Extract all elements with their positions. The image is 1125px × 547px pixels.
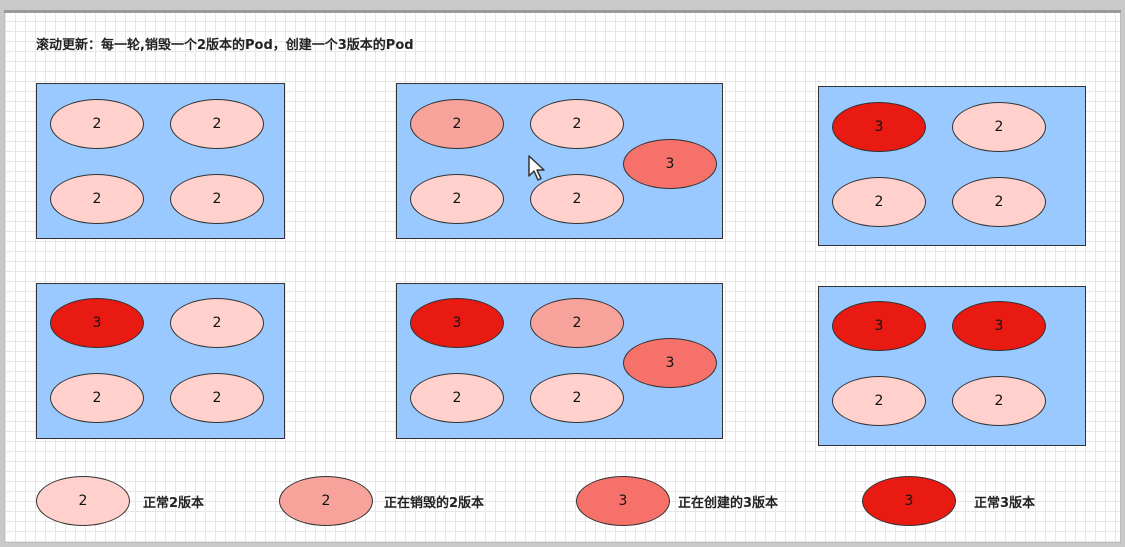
pod: 2 [530,99,624,149]
pod: 2 [530,174,624,224]
legend-swatch-destroy2: 2 [279,476,373,526]
pod: 2 [170,99,264,149]
pod: 2 [170,174,264,224]
pod: 3 [50,298,144,348]
legend-swatch-normal2: 2 [36,476,130,526]
pod: 3 [623,139,717,189]
pod: 2 [50,373,144,423]
legend-label-destroy2: 正在销毁的2版本 [384,496,485,511]
pod: 3 [410,298,504,348]
pod: 2 [952,177,1046,227]
pod: 2 [832,376,926,426]
pod: 2 [50,99,144,149]
pod: 2 [832,177,926,227]
pod: 3 [832,301,926,351]
mouse-cursor-icon [528,155,545,181]
legend-label-normal2: 正常2版本 [143,496,205,511]
diagram-title: 滚动更新：每一轮,销毁一个2版本的Pod，创建一个3版本的Pod [36,38,414,53]
legend-swatch-normal3: 3 [862,476,956,526]
pod: 2 [530,373,624,423]
pod: 2 [410,99,504,149]
pod: 2 [50,174,144,224]
pod: 3 [952,301,1046,351]
pod: 2 [170,298,264,348]
pod: 2 [952,376,1046,426]
window-top-border [4,10,1121,13]
pod: 3 [832,102,926,152]
legend-label-create3: 正在创建的3版本 [678,496,779,511]
legend-swatch-create3: 3 [576,476,670,526]
pod: 2 [410,373,504,423]
pod: 2 [410,174,504,224]
pod: 2 [530,298,624,348]
pod: 2 [170,373,264,423]
pod: 2 [952,102,1046,152]
pod: 3 [623,338,717,388]
legend-label-normal3: 正常3版本 [974,496,1036,511]
